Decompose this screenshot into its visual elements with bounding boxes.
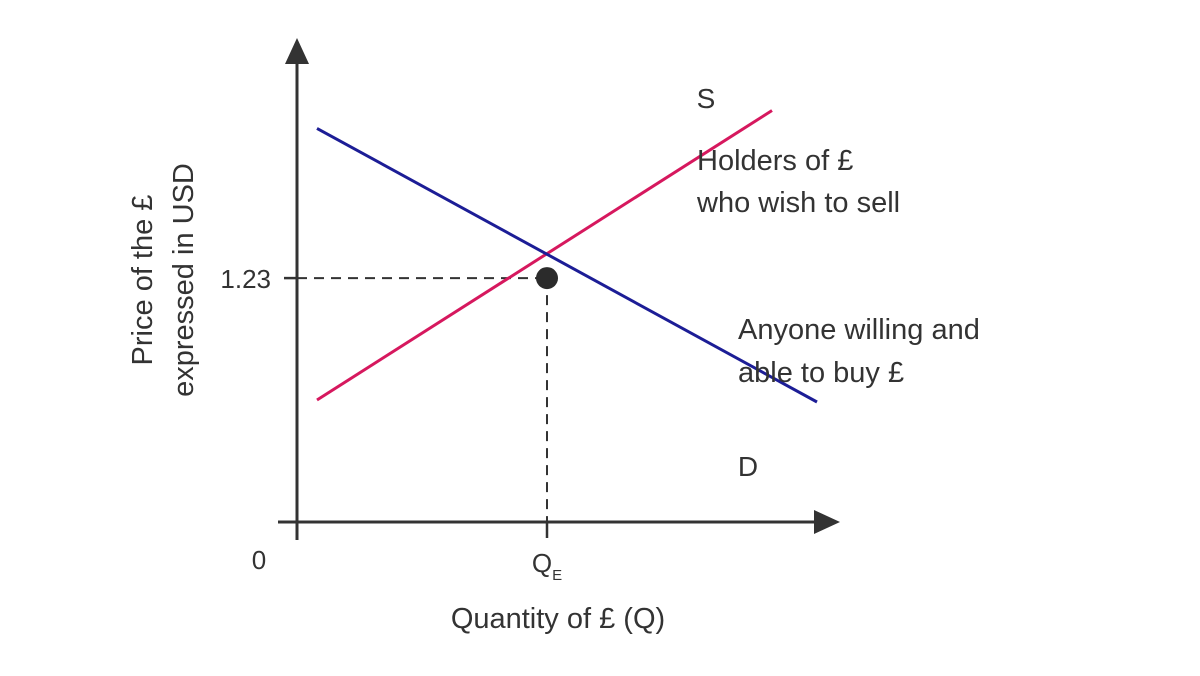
equilibrium-quantity-label: QE xyxy=(532,548,562,584)
demand-series-label: D xyxy=(738,451,758,482)
y-axis-label-line-1: Price of the £ xyxy=(127,195,159,366)
price-tick-label: 1.23 xyxy=(220,264,271,294)
y-axis-label: Price of the £ expressed in USD xyxy=(127,163,200,397)
qe-subscript: E xyxy=(552,567,562,584)
series-line-s xyxy=(316,109,773,402)
equilibrium-points xyxy=(536,267,558,290)
qe-main: Q xyxy=(532,548,552,578)
demand-annotation-line-1: Anyone willing and xyxy=(738,314,980,346)
equilibrium-point xyxy=(536,267,558,290)
series-lines xyxy=(316,109,818,404)
series-line-d xyxy=(316,127,818,404)
supply-annotation: Holders of £ who wish to sell xyxy=(696,145,900,219)
y-axis-label-line-2: expressed in USD xyxy=(168,163,200,397)
supply-annotation-line-1: Holders of £ xyxy=(697,145,853,177)
demand-annotation: Anyone willing and able to buy £ xyxy=(738,314,980,389)
equilibrium-guides xyxy=(284,276,549,540)
y-axis-arrow-icon xyxy=(285,38,309,64)
x-axis-arrow-icon xyxy=(814,510,840,534)
demand-annotation-line-2: able to buy £ xyxy=(738,357,904,389)
origin-label: 0 xyxy=(252,545,266,575)
supply-annotation-line-2: who wish to sell xyxy=(696,187,900,219)
x-axis-label: Quantity of £ (Q) xyxy=(451,603,665,635)
supply-series-label: S xyxy=(697,83,716,114)
